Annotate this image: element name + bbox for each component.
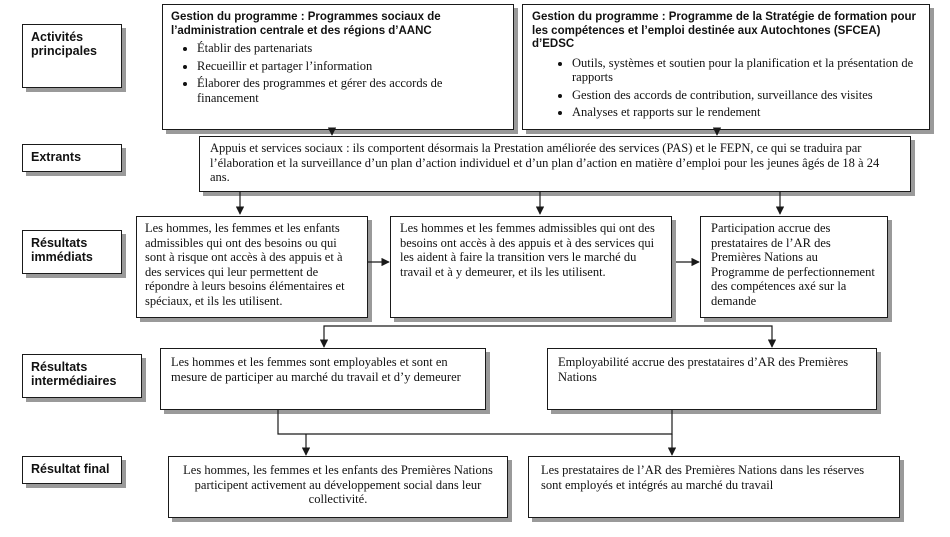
intermediate-left-text: Les hommes et les femmes sont employable… xyxy=(171,355,461,384)
activity-aanc-title: Gestion du programme : Programmes sociau… xyxy=(171,11,441,37)
label-immediate-text: Résultats immédiats xyxy=(31,236,93,264)
label-outputs-text: Extrants xyxy=(31,150,82,164)
final-right-box: Les prestataires de l’AR des Premières N… xyxy=(528,456,900,518)
activity-aanc-box: Gestion du programme : Programmes sociau… xyxy=(162,4,514,130)
final-left-box: Les hommes, les femmes et les enfants de… xyxy=(168,456,508,518)
immediate-left-text: Les hommes, les femmes et les enfants ad… xyxy=(145,221,345,308)
activity-edsc-title: Gestion du programme : Programme de la S… xyxy=(532,11,917,50)
connector-immediate-to-intermediate xyxy=(323,325,773,346)
label-intermediate: Résultats intermédiaires xyxy=(22,354,142,398)
immediate-left-box: Les hommes, les femmes et les enfants ad… xyxy=(136,216,368,318)
label-activities: Activités principales xyxy=(22,24,122,88)
activity-aanc-list: Établir des partenariats Recueillir et p… xyxy=(171,41,505,105)
label-intermediate-text: Résultats intermédiaires xyxy=(31,360,117,388)
activity-aanc-item: Élaborer des programmes et gérer des acc… xyxy=(197,76,505,105)
immediate-middle-box: Les hommes et les femmes admissibles qui… xyxy=(390,216,672,318)
immediate-right-box: Participation accrue des prestataires de… xyxy=(700,216,888,318)
activity-aanc-item: Établir des partenariats xyxy=(197,41,505,56)
label-final: Résultat final xyxy=(22,456,122,484)
activity-aanc-item: Recueillir et partager l’information xyxy=(197,59,505,74)
label-activities-text: Activités principales xyxy=(31,30,97,58)
immediate-right-text: Participation accrue des prestataires de… xyxy=(711,221,875,308)
label-outputs: Extrants xyxy=(22,144,122,172)
intermediate-right-text: Employabilité accrue des prestataires d’… xyxy=(558,355,849,384)
activity-edsc-item: Analyses et rapports sur le rendement xyxy=(572,105,920,120)
final-left-text: Les hommes, les femmes et les enfants de… xyxy=(183,463,493,506)
label-final-text: Résultat final xyxy=(31,462,110,476)
activity-edsc-item: Outils, systèmes et soutien pour la plan… xyxy=(572,56,920,85)
label-immediate: Résultats immédiats xyxy=(22,230,122,274)
activity-edsc-box: Gestion du programme : Programme de la S… xyxy=(522,4,930,130)
output-box: Appuis et services sociaux : ils comport… xyxy=(199,136,911,192)
connector-intermediate-to-final xyxy=(277,410,673,435)
output-text: Appuis et services sociaux : ils comport… xyxy=(210,141,880,184)
activity-edsc-item: Gestion des accords de contribution, sur… xyxy=(572,88,920,103)
intermediate-left-box: Les hommes et les femmes sont employable… xyxy=(160,348,486,410)
activity-edsc-list: Outils, systèmes et soutien pour la plan… xyxy=(532,56,920,120)
final-right-text: Les prestataires de l’AR des Premières N… xyxy=(541,463,865,492)
intermediate-right-box: Employabilité accrue des prestataires d’… xyxy=(547,348,877,410)
immediate-middle-text: Les hommes et les femmes admissibles qui… xyxy=(400,221,655,279)
